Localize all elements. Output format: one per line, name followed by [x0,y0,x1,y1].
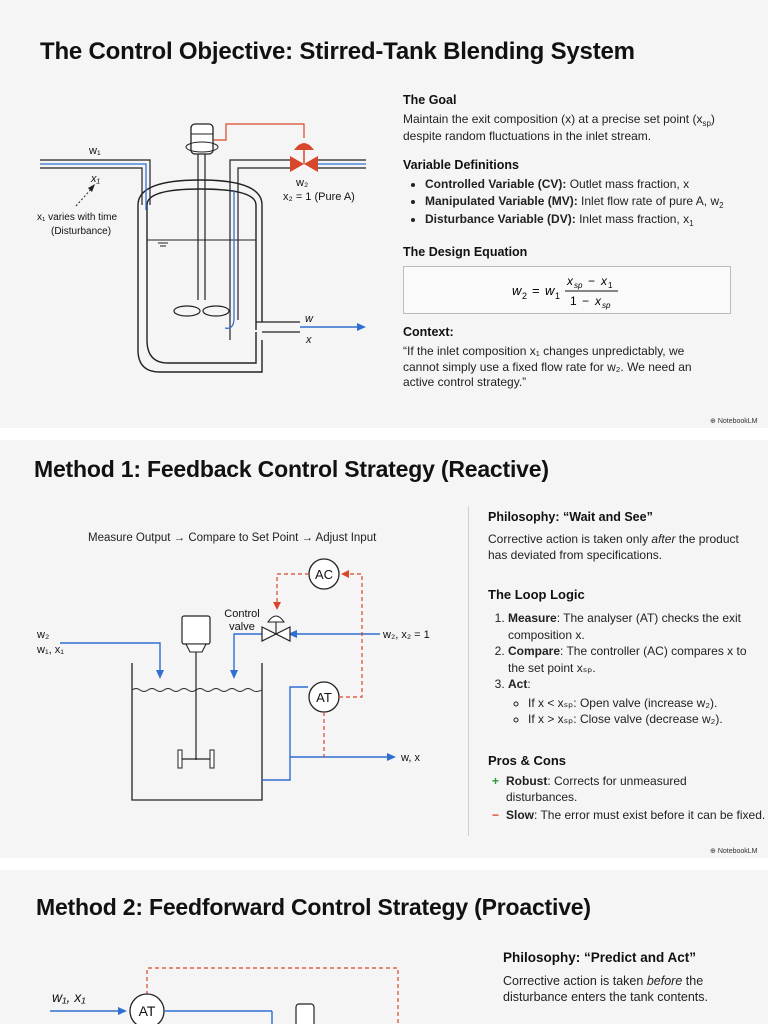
label-x-out: x [305,334,312,346]
list-item: If x < xₛₚ: Open valve (increase w₂). [528,695,752,712]
context-text: “If the inlet composition x₁ changes unp… [403,344,692,389]
goal-text: Maintain the exit composition (x) at a p… [403,112,715,143]
list-item: Measure: The analyser (AT) checks the ex… [508,610,752,643]
svg-text:sp: sp [574,281,583,290]
label-x1-note: x₁ varies with time [37,212,117,223]
variable-definitions-list: Controlled Variable (CV): Outlet mass fr… [407,176,747,230]
svg-text:x: x [600,274,608,288]
philosophy-heading: Philosophy: “Predict and Act” [503,950,697,965]
slide-control-objective: The Control Objective: Stirred-Tank Blen… [0,0,768,428]
label-w1x1: w₁, x₁ [36,644,64,656]
philosophy-heading: Philosophy: “Wait and See” [488,510,653,524]
tank-inner-wall [146,205,257,364]
notebooklm-badge: ⊕ NotebookLM [710,418,758,425]
pro-item: +Robust: Corrects for unmeasured disturb… [492,774,687,804]
divider [468,506,469,836]
svg-text:x: x [566,274,574,288]
tank [131,663,263,801]
svg-text:2: 2 [522,291,527,301]
label-disturbance: (Disturbance) [51,226,111,237]
impeller-icon [177,749,183,769]
label-w1x1: w₁, x₁ [52,989,86,1005]
svg-text:valve: valve [229,621,255,633]
variable-definitions-heading: Variable Definitions [403,158,520,172]
goal-heading: The Goal [403,93,457,107]
svg-text:1: 1 [555,291,560,301]
svg-text:AT: AT [316,690,332,705]
agitator-motor [190,123,214,155]
list-item: Controlled Variable (CV): Outlet mass fr… [425,176,747,193]
svg-text:AC: AC [315,567,333,582]
context-heading: Context: [403,325,454,339]
label-control-valve: Control [224,608,259,620]
design-equation: w 2 = w 1 x sp − x 1 1 − x sp [512,274,618,310]
label-x1: x₁ [90,173,101,185]
con-item: −Slow: The error must exist before it ca… [492,808,766,822]
feedforward-control-diagram: w₁, x₁ AT [50,967,399,1024]
svg-text:sp: sp [602,301,611,310]
notebooklm-badge: ⊕ NotebookLM [710,848,758,855]
blending-tank-diagram: w₁ x₁ x₁ varies with time (Disturbance) … [37,123,366,373]
impeller-icon [173,305,201,317]
flow-caption: Measure Output → Compare to Set Point → … [88,532,377,544]
design-equation-box: w 2 = w 1 x sp − x 1 1 − x sp [403,266,731,314]
svg-text:w: w [512,283,523,298]
svg-text:−: − [582,294,589,308]
tank-outer-wall [137,205,263,373]
label-x2: x₂ = 1 (Pure A) [283,191,355,203]
feedback-control-diagram: AC AT Control valve w₂ w₁, x₁ w₂, x₂ = 1… [36,558,430,801]
control-valve-icon [290,156,304,172]
pros-cons-heading: Pros & Cons [488,753,567,768]
list-item: Act: If x < xₛₚ: Open valve (increase w₂… [508,676,752,728]
list-item: If x > xₛₚ: Close valve (decrease w₂). [528,711,752,728]
philosophy-text: Corrective action is taken before the di… [503,974,708,1004]
loop-logic-heading: The Loop Logic [488,587,585,602]
slide-feedback-control: Method 1: Feedback Control Strategy (Rea… [0,440,768,858]
label-w-out: w [305,313,314,325]
label-w2x2: w₂, x₂ = 1 [382,629,430,641]
control-valve-icon [261,626,278,642]
design-equation-heading: The Design Equation [403,245,528,259]
svg-text:AT: AT [139,1003,156,1019]
list-item: Disturbance Variable (DV): Inlet mass fr… [425,211,747,230]
slide-title: Method 1: Feedback Control Strategy (Rea… [34,456,549,482]
label-w1: w₁ [88,145,101,157]
agitator-motor [181,615,211,645]
svg-text:1: 1 [608,281,613,290]
svg-text:−: − [588,274,595,288]
label-wx: w, x [400,752,420,764]
slide-gap [0,428,768,440]
slide-gap [0,858,768,870]
list-item: Compare: The controller (AC) compares x … [508,643,752,676]
slide-title: The Control Objective: Stirred-Tank Blen… [40,38,635,65]
label-w2: w₂ [36,629,49,641]
agitator-motor [295,1003,315,1024]
svg-text:x: x [594,294,602,308]
svg-text:1: 1 [570,294,577,308]
svg-text:w: w [545,283,556,298]
philosophy-text: Corrective action is taken only after th… [488,532,739,562]
list-item: Manipulated Variable (MV): Inlet flow ra… [425,193,747,212]
slide-feedforward-control: Method 2: Feedforward Control Strategy (… [0,870,768,1024]
loop-logic-list: Measure: The analyser (AT) checks the ex… [490,610,752,728]
svg-text:=: = [532,283,540,298]
slide-title: Method 2: Feedforward Control Strategy (… [36,894,591,920]
label-w2: w₂ [295,177,308,189]
